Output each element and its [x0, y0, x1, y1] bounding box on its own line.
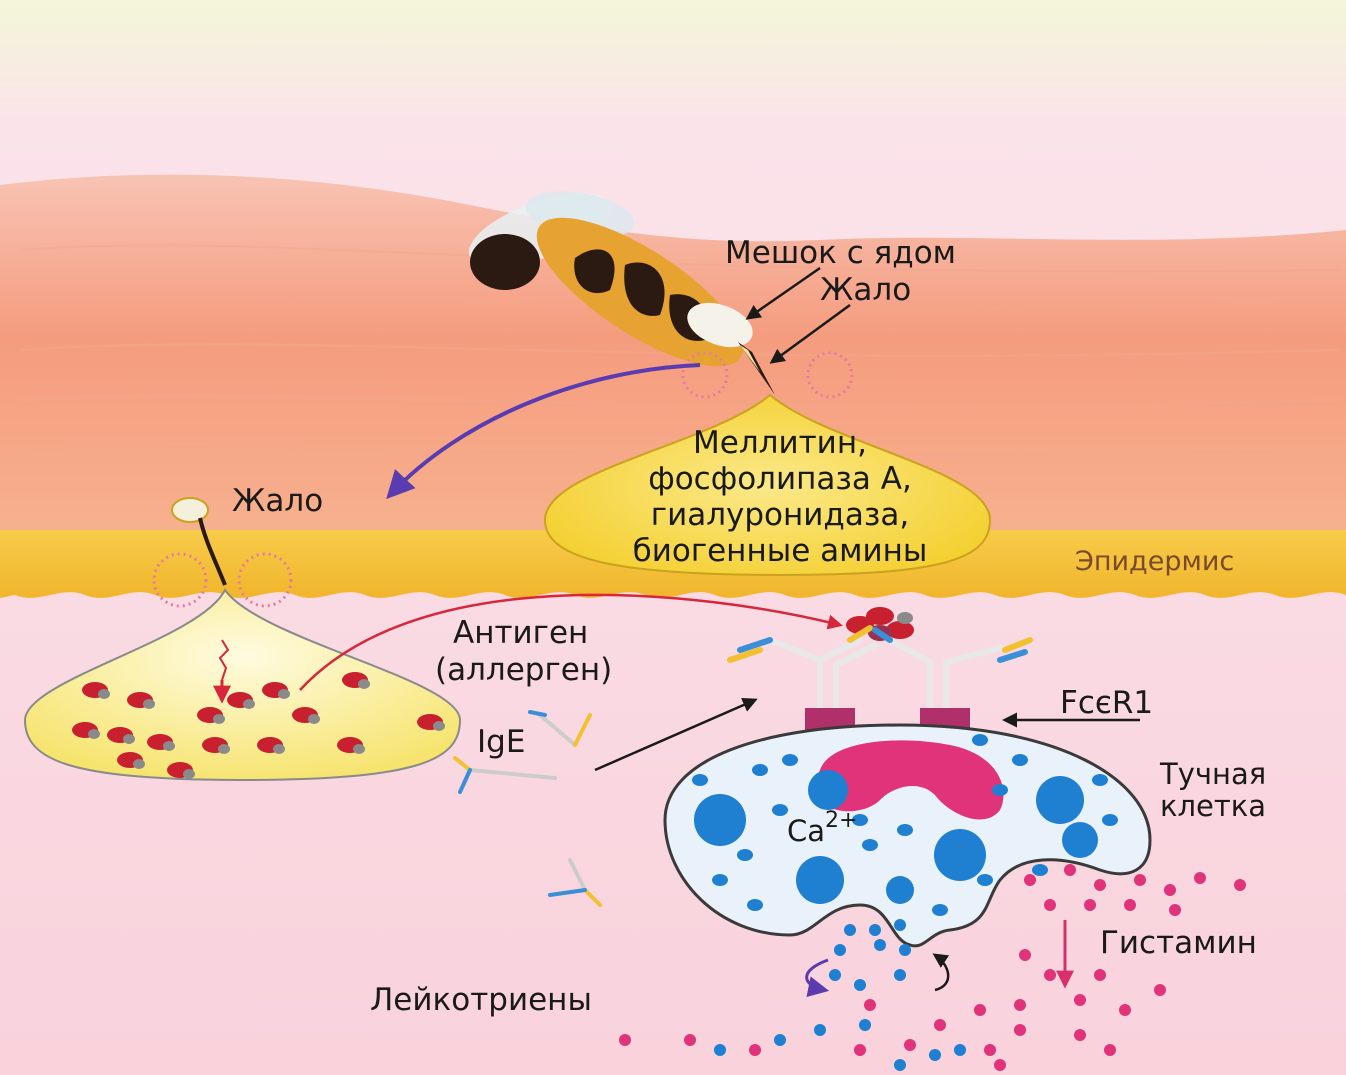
allergen-label: (аллерген) — [435, 655, 612, 686]
histamine-molecule — [1019, 949, 1031, 961]
granule — [934, 829, 986, 881]
histamine-molecule — [1119, 1004, 1131, 1016]
granule — [1036, 776, 1084, 824]
histamine-molecule — [1124, 899, 1136, 911]
granule — [977, 874, 993, 886]
histamine-molecule — [1104, 1044, 1116, 1056]
histamine-molecule — [984, 1044, 996, 1056]
histamine-molecule — [1074, 994, 1086, 1006]
venom-component: биогенные амины — [570, 533, 990, 569]
leukotriene-molecule — [714, 1044, 726, 1056]
histamine-molecule — [749, 1044, 761, 1056]
granule — [692, 774, 708, 786]
histamine-molecule — [1074, 1029, 1086, 1041]
granule — [1032, 864, 1048, 876]
histamine-molecule — [1164, 884, 1176, 896]
histamine-molecule — [1084, 899, 1096, 911]
calcium-label: Ca2+ — [787, 810, 857, 846]
ige-label: IgE — [477, 727, 525, 758]
histamine-molecule — [1234, 879, 1246, 891]
histamine-molecule — [854, 1044, 866, 1056]
venom-components-list: Меллитин, фосфолипаза А, гиалуронидаза, … — [570, 425, 990, 569]
venom-component: Меллитин, — [570, 425, 990, 461]
granule — [752, 764, 768, 776]
leukotriene-molecule — [899, 944, 911, 956]
leukotriene-molecule — [854, 979, 866, 991]
leukotriene-molecule — [894, 1059, 906, 1071]
histamine-molecule — [904, 1039, 916, 1051]
venom-sac-label: Мешок с ядом — [725, 238, 956, 269]
histamine-molecule — [864, 999, 876, 1011]
granule — [1102, 814, 1118, 826]
granule — [796, 856, 844, 904]
calcium-symbol: Ca — [787, 814, 825, 848]
histamine-molecule — [974, 1004, 986, 1016]
granule — [992, 784, 1008, 796]
leukotriene-molecule — [844, 924, 856, 936]
mast-cell-label-2: клетка — [1160, 792, 1266, 821]
histamine-molecule — [1014, 1024, 1026, 1036]
granule — [747, 899, 763, 911]
leukotriene-molecule — [829, 969, 841, 981]
mast-cell-label: Тучная — [1160, 760, 1266, 789]
leukotriene-molecule — [814, 1024, 826, 1036]
granule — [972, 734, 988, 746]
histamine-molecule — [1064, 864, 1076, 876]
histamine-molecule — [994, 1059, 1006, 1071]
granule — [1012, 754, 1028, 766]
histamine-molecule — [1094, 969, 1106, 981]
leukotrienes-label: Лейкотриены — [370, 985, 592, 1016]
granule — [932, 904, 948, 916]
histamine-molecule — [1014, 999, 1026, 1011]
histamine-molecule — [1154, 984, 1166, 996]
epidermis-label: Эпидермис — [1075, 548, 1234, 575]
leukotriene-molecule — [954, 1044, 966, 1056]
histamine-molecule — [1194, 872, 1206, 884]
granule — [712, 874, 728, 886]
leukotriene-molecule — [774, 1034, 786, 1046]
granule — [737, 849, 753, 861]
granule — [862, 839, 878, 851]
histamine-molecule — [1169, 904, 1181, 916]
leukotriene-molecule — [874, 939, 886, 951]
granule — [782, 754, 798, 766]
granule — [772, 804, 788, 816]
granule — [886, 876, 914, 904]
leukotriene-molecule — [859, 1019, 871, 1031]
histamine-molecule — [934, 1019, 946, 1031]
histamine-molecule — [1024, 874, 1036, 886]
calcium-charge: 2+ — [825, 808, 857, 833]
histamine-molecule — [1134, 874, 1146, 886]
venom-component: гиалуронидаза, — [570, 497, 990, 533]
receptor-label: FcєR1 — [1060, 688, 1153, 719]
histamine-molecule — [1044, 899, 1056, 911]
histamine-label: Гистамин — [1100, 928, 1257, 959]
granule — [694, 794, 746, 846]
leukotriene-molecule — [894, 919, 906, 931]
granule — [1062, 822, 1098, 858]
antigen-label: Антиген — [453, 618, 588, 649]
leukotriene-molecule — [869, 924, 881, 936]
histamine-molecule — [1044, 969, 1056, 981]
leukotriene-molecule — [894, 969, 906, 981]
leukotriene-molecule — [929, 1049, 941, 1061]
histamine-molecule — [1094, 879, 1106, 891]
leukotriene-molecule — [834, 944, 846, 956]
venom-component: фосфолипаза А, — [570, 461, 990, 497]
granule — [897, 824, 913, 836]
histamine-molecule — [619, 1034, 631, 1046]
histamine-molecule — [684, 1034, 696, 1046]
granule — [1092, 774, 1108, 786]
stinger-label-top: Жало — [820, 275, 911, 306]
granule — [808, 770, 848, 810]
stinger-label-left: Жало — [232, 486, 323, 517]
